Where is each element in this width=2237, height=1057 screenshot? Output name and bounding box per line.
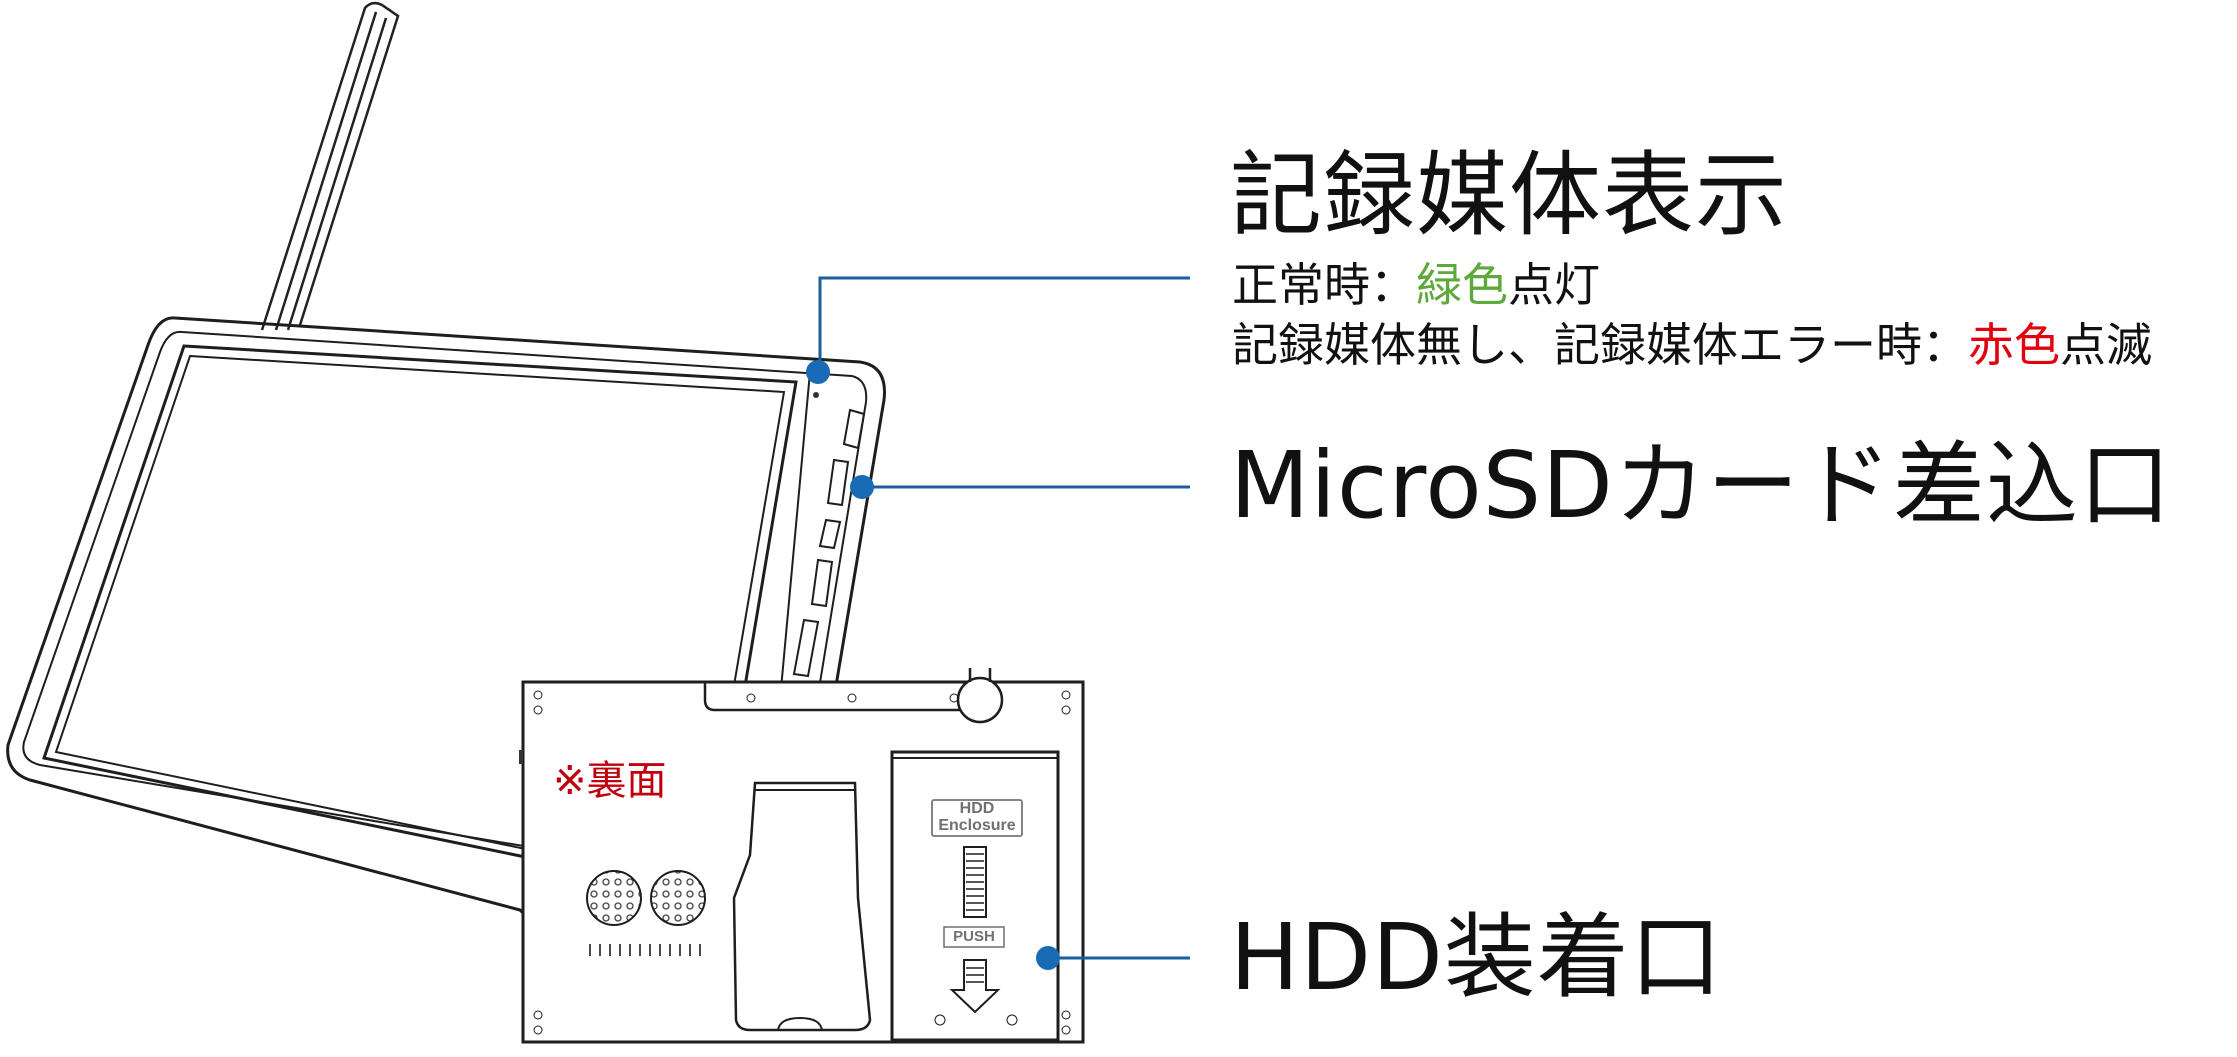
rear-view-panel [519, 668, 1085, 1044]
microsd-dot [850, 475, 874, 499]
media-indicator-dot [806, 360, 830, 384]
rear-view-label: ※裏面 [553, 758, 667, 804]
media-normal-suffix: 点灯 [1508, 258, 1600, 312]
callout-leaders [806, 276, 1190, 970]
media-error-prefix: 記録媒体無し、記録媒体エラー時： [1232, 318, 1968, 372]
media-normal-color-word: 緑色 [1416, 258, 1508, 312]
microsd-slot-title: MicroSDカード差込口 [1230, 432, 2172, 539]
antenna [260, 1, 400, 331]
media-indicator-leader [818, 276, 1190, 372]
hdd-slot-title: HDD装着口 [1230, 904, 1723, 1011]
media-error-status: 記録媒体無し、記録媒体エラー時：赤色点滅 [1232, 322, 2152, 368]
media-indicator-title: 記録媒体表示 [1230, 142, 1789, 249]
media-normal-status: 正常時：緑色点灯 [1232, 262, 1600, 308]
media-normal-prefix: 正常時： [1232, 258, 1416, 312]
push-label: PUSH [953, 928, 995, 945]
hdd-enclosure-label: HDD Enclosure [932, 800, 1022, 835]
hdd-dot [1036, 946, 1060, 970]
media-error-color-word: 赤色 [1968, 318, 2060, 372]
hdd-enclosure-line2: Enclosure [938, 816, 1016, 834]
media-error-suffix: 点滅 [2060, 318, 2152, 372]
hdd-enclosure-line1: HDD [959, 800, 995, 817]
